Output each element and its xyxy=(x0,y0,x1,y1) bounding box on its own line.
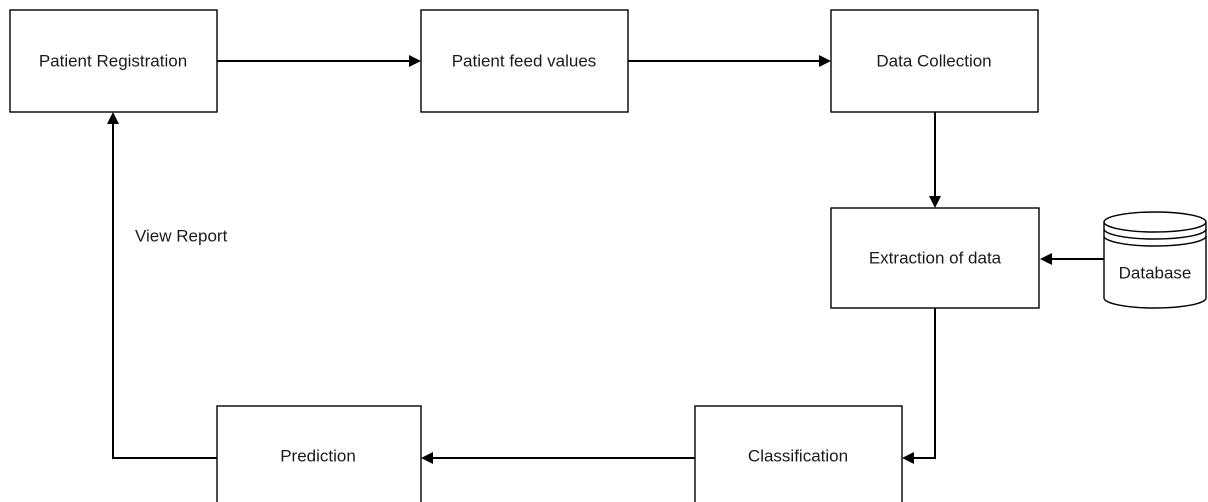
node-label: Database xyxy=(1119,264,1192,283)
node-data-collection: Data Collection xyxy=(830,9,1039,113)
database-ring xyxy=(1103,228,1207,240)
node-label: Extraction of data xyxy=(869,249,1002,268)
node-classification: Classification xyxy=(694,405,903,502)
edge-label-view-report: View Report xyxy=(135,227,228,246)
node-patient-feed-values: Patient feed values xyxy=(420,9,629,113)
arrowhead-classification xyxy=(902,452,914,464)
edge-extraction-to-classification xyxy=(913,308,936,459)
arrowhead-extraction-from-db xyxy=(1040,253,1052,265)
arrowhead-collection xyxy=(819,55,831,67)
database-cylinder-icon xyxy=(1103,222,1207,309)
node-patient-registration: Patient Registration xyxy=(9,9,218,113)
arrowhead-extraction xyxy=(929,196,941,208)
arrowhead-prediction xyxy=(421,452,433,464)
arrowhead-registration xyxy=(107,112,119,124)
node-prediction: Prediction xyxy=(216,405,422,502)
edges xyxy=(107,55,1104,464)
database-ring xyxy=(1103,235,1207,247)
database-top xyxy=(1103,211,1207,233)
node-database: Database xyxy=(1103,211,1207,309)
node-label: Prediction xyxy=(280,447,356,466)
edge-prediction-to-registration xyxy=(112,124,217,459)
node-label: Data Collection xyxy=(876,52,991,71)
node-label: Patient Registration xyxy=(39,52,187,71)
node-label: Patient feed values xyxy=(452,52,597,71)
node-extraction-of-data: Extraction of data xyxy=(830,207,1040,309)
node-label: Classification xyxy=(748,447,848,466)
arrowhead-feed xyxy=(409,55,421,67)
